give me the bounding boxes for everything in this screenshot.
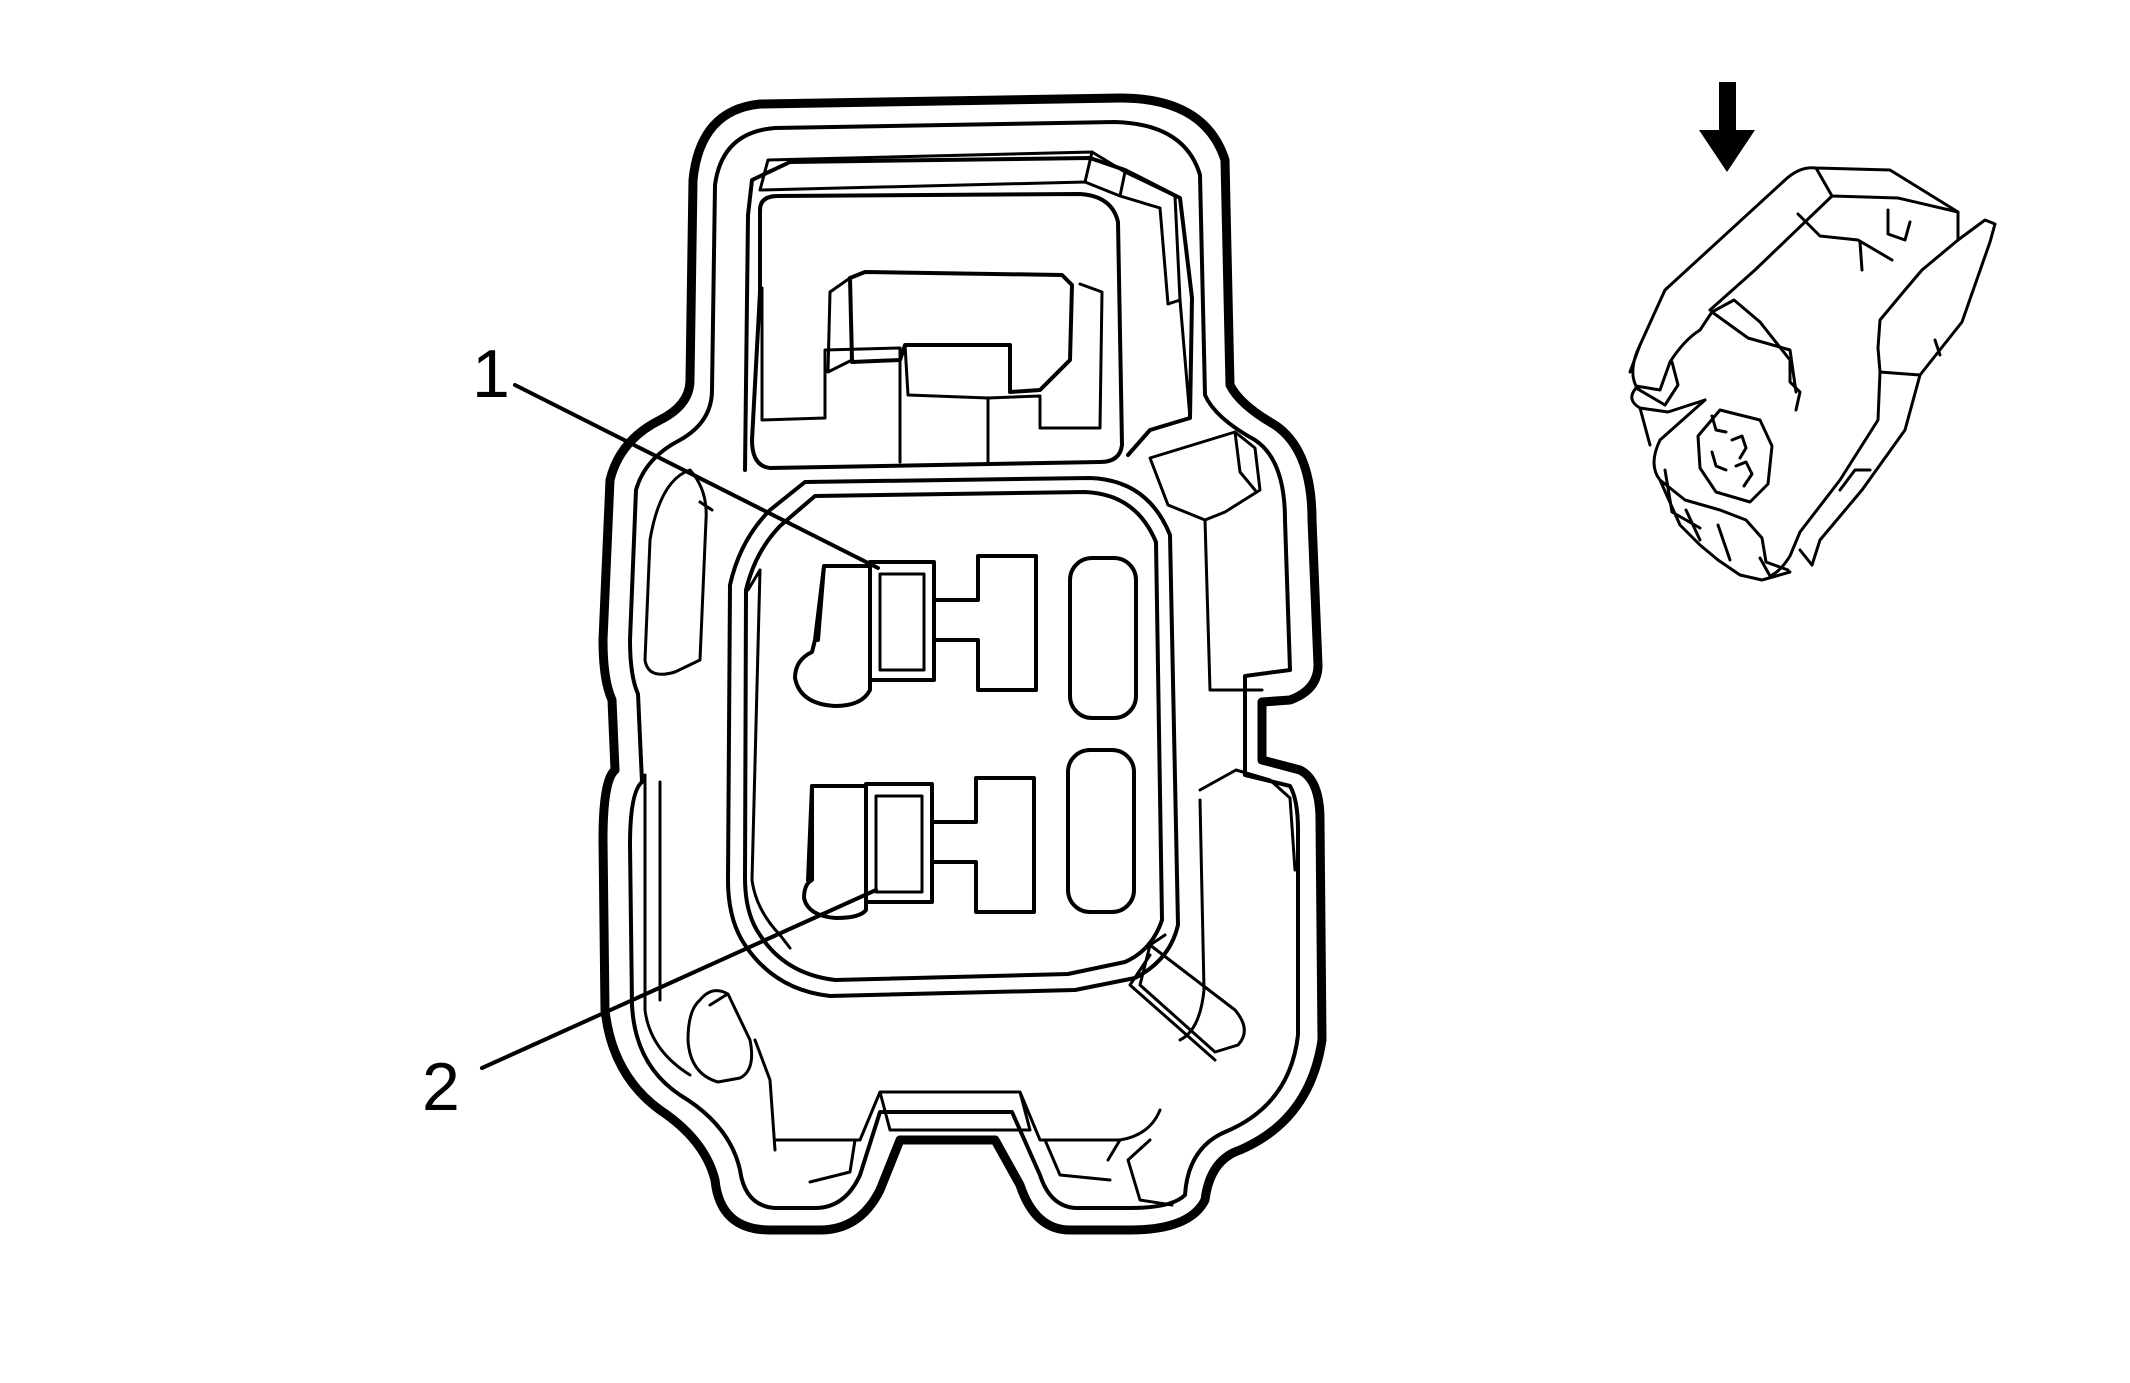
latch-window (760, 282, 1104, 464)
left-side-rib (643, 468, 714, 676)
terminal-1-contact (878, 572, 926, 672)
cavity-slot-lower-left (802, 784, 868, 920)
latch-housing-top-face (758, 150, 1127, 198)
inset-face-plate (1652, 310, 1798, 572)
inset-rail (1758, 212, 1894, 578)
terminal-1-link (932, 554, 1038, 692)
terminal-row-1 (793, 554, 1138, 720)
inset-terminal-marks (1710, 414, 1754, 488)
callout-1-label: 1 (472, 336, 510, 412)
latch-tab-face (826, 276, 990, 400)
bottom-notch (773, 1090, 1174, 1207)
callout-2-leader (480, 888, 878, 1070)
connector-isometric-view (1628, 82, 1997, 582)
callout-2-label: 2 (422, 1049, 460, 1125)
connector-outer-outline (598, 93, 1327, 1235)
inset-lower-lip (1638, 406, 1792, 582)
latch-frame (750, 192, 1124, 470)
left-lower-rib (643, 773, 692, 1077)
latch-housing (743, 156, 1194, 472)
terminal-2-link (930, 776, 1036, 914)
down-arrow-icon (1699, 82, 1755, 172)
inset-housing-top (1663, 166, 1960, 350)
bottom-right-post (1128, 933, 1246, 1062)
latch-housing-side-bevel (1118, 170, 1192, 420)
callout-1: 1 (472, 336, 880, 570)
inset-front-frame (1628, 288, 1802, 414)
callout-2: 2 (422, 888, 878, 1125)
cavity-frame-inner (743, 490, 1164, 982)
cavity-slot-lower-right (1066, 748, 1136, 914)
right-lower-rib (1178, 768, 1297, 1042)
bottom-left-post (686, 989, 777, 1152)
terminal-row-2 (802, 748, 1136, 920)
bottom-notch-lip (808, 1138, 1112, 1184)
callout-1-leader (513, 383, 880, 570)
cavity-frame-outer (726, 476, 1180, 998)
terminal-2 (864, 782, 934, 904)
cavity-slot-upper-left (793, 564, 872, 708)
connector-face-view (598, 93, 1327, 1235)
latch-tab (848, 270, 1074, 394)
inset-housing-side (1768, 208, 1997, 578)
cavity-floor (746, 568, 792, 950)
cavity-slot-upper-right (1068, 556, 1138, 720)
terminal-2-contact (874, 794, 924, 894)
connector-inner-outline (628, 120, 1300, 1210)
terminal-1 (868, 560, 936, 682)
right-upper-rib (1148, 430, 1264, 692)
